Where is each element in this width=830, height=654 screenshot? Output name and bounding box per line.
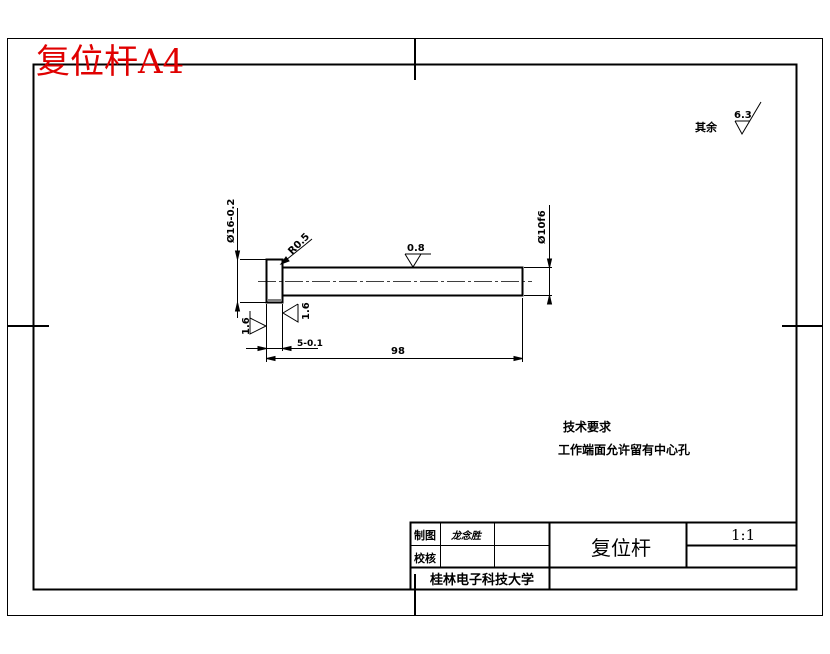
roughness-default-label: 其余 <box>695 120 718 134</box>
dim-roughness-head-left: 1.6 <box>241 317 252 335</box>
part-view <box>258 258 532 304</box>
dim-overall-length: 98 <box>391 346 405 357</box>
dimension-lines <box>234 205 553 362</box>
tech-req-heading: 技术要求 <box>563 419 612 434</box>
roughness-check-icon <box>734 101 762 136</box>
sheet-outer-border <box>7 38 823 616</box>
dim-head-diameter: Ø16-0.2 <box>225 199 237 243</box>
dim-head-thickness: 5-0.1 <box>297 339 323 349</box>
part-roughness-symbols <box>249 253 431 335</box>
tb-scale: 1:1 <box>731 526 755 544</box>
default-roughness-symbol: 其余 6.3 <box>695 101 762 136</box>
tb-drawn-name: 龙念胜 <box>450 530 483 542</box>
part-head <box>265 258 284 304</box>
dim-roughness-head-right: 1.6 <box>301 302 312 320</box>
dim-shaft-diameter: Ø10f6 <box>536 210 548 244</box>
tb-checked-label: 校核 <box>414 551 436 565</box>
dimension-texts: Ø16-0.2 R0.5 Ø10f6 0.8 1.6 1.6 5-0.1 98 <box>225 199 548 357</box>
tb-drawn-label: 制图 <box>414 528 436 542</box>
dim-roughness-shaft: 0.8 <box>407 243 425 254</box>
title-block <box>409 521 798 591</box>
tb-school: 桂林电子科技大学 <box>429 572 534 588</box>
tb-part-name: 复位杆 <box>591 536 651 560</box>
centering-marks <box>8 39 822 615</box>
tech-req-line1: 工作端面允许留有中心孔 <box>558 442 690 457</box>
dim-fillet: R0.5 <box>286 231 312 257</box>
roughness-default-value: 6.3 <box>734 110 752 121</box>
drawing-frame <box>32 63 798 591</box>
sheet-title: 复位杆A4 <box>36 42 184 82</box>
